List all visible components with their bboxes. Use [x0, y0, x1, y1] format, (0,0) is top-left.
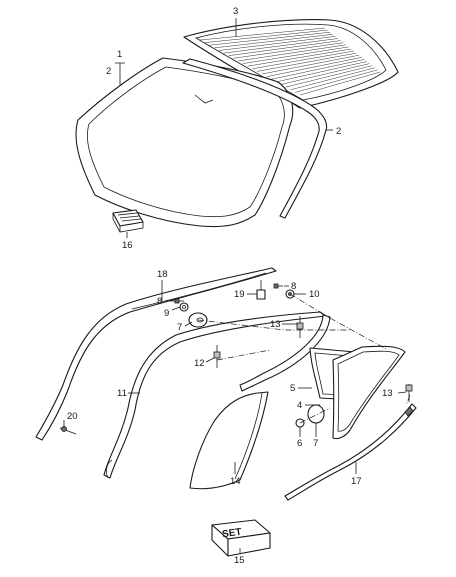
- callout-10: 10: [309, 289, 320, 300]
- defroster-lines: [199, 27, 381, 96]
- door-frame-trim: [103, 311, 327, 479]
- defroster-line: [199, 27, 326, 41]
- windshield: [75, 57, 294, 228]
- callout-18: 18: [157, 269, 168, 280]
- clip-13-top: [296, 316, 304, 338]
- callout-6: 6: [297, 438, 302, 449]
- leader-lines: [63, 18, 407, 553]
- defroster-line: [271, 59, 365, 80]
- defroster-line: [266, 57, 362, 77]
- callout-2-windshield: 2: [106, 66, 111, 77]
- callout-8-right: 8: [291, 281, 296, 292]
- callout-14: 14: [230, 476, 241, 487]
- callout-11: 11: [117, 388, 127, 399]
- roof-trim: [35, 267, 277, 441]
- rear-window: [183, 19, 399, 109]
- windshield-seal: [182, 58, 328, 219]
- defroster-line: [252, 50, 354, 70]
- alignment-lines: [197, 293, 411, 424]
- defroster-line: [228, 40, 341, 56]
- spacer-7-right: [307, 404, 325, 424]
- callout-15: 15: [234, 555, 245, 566]
- clip-12: [213, 345, 221, 368]
- callout-9: 9: [164, 308, 169, 319]
- defroster-line: [214, 34, 333, 49]
- set-box: SET: [211, 519, 271, 557]
- quarter-window-seal: [239, 314, 331, 392]
- callout-17: 17: [351, 476, 362, 487]
- defroster-line: [242, 46, 349, 64]
- callout-7-right: 7: [313, 438, 318, 449]
- callout-2-seal: 2: [336, 126, 341, 137]
- washer-9: [179, 302, 189, 312]
- defroster-line: [233, 42, 344, 59]
- callout-8-left: 8: [157, 296, 162, 307]
- callout-5: 5: [290, 383, 295, 394]
- clip-19: [256, 280, 266, 300]
- defroster-line: [257, 52, 357, 72]
- defroster-line: [209, 31, 331, 46]
- defroster-line: [261, 54, 360, 75]
- callout-20: 20: [67, 411, 78, 422]
- clip-13-right: [405, 384, 413, 402]
- defroster-line: [223, 38, 339, 54]
- callout-13-right: 13: [382, 388, 393, 399]
- defroster-line: [247, 48, 352, 67]
- callout-16: 16: [122, 240, 133, 251]
- screw-8-left: [174, 298, 184, 304]
- callout-1: 1: [117, 49, 122, 60]
- screw-8-right: [273, 283, 283, 289]
- defroster-line: [290, 67, 375, 91]
- sill-trim: [284, 403, 417, 501]
- callout-7-left: 7: [177, 322, 182, 333]
- callout-labels: 1 2 3 2 16 18 19 8 9 8 10 7 13 12 11 5 4…: [67, 6, 393, 566]
- callout-19: 19: [234, 289, 245, 300]
- defroster-line: [295, 69, 378, 93]
- set-box-label: SET: [222, 527, 243, 541]
- callout-4: 4: [297, 400, 302, 411]
- defroster-line: [218, 36, 336, 51]
- quarter-window-rear: [332, 345, 406, 440]
- callout-3: 3: [233, 6, 238, 17]
- defroster-line: [285, 65, 373, 88]
- callout-12: 12: [194, 358, 205, 369]
- defroster-line: [238, 44, 347, 62]
- clip-20: [59, 426, 77, 435]
- defroster-line: [299, 71, 381, 96]
- defroster-line: [280, 63, 370, 85]
- callout-13-top: 13: [270, 319, 281, 330]
- door-glass: [189, 391, 269, 490]
- defroster-line: [276, 61, 367, 83]
- small-block: [112, 209, 144, 233]
- defroster-line: [204, 29, 328, 43]
